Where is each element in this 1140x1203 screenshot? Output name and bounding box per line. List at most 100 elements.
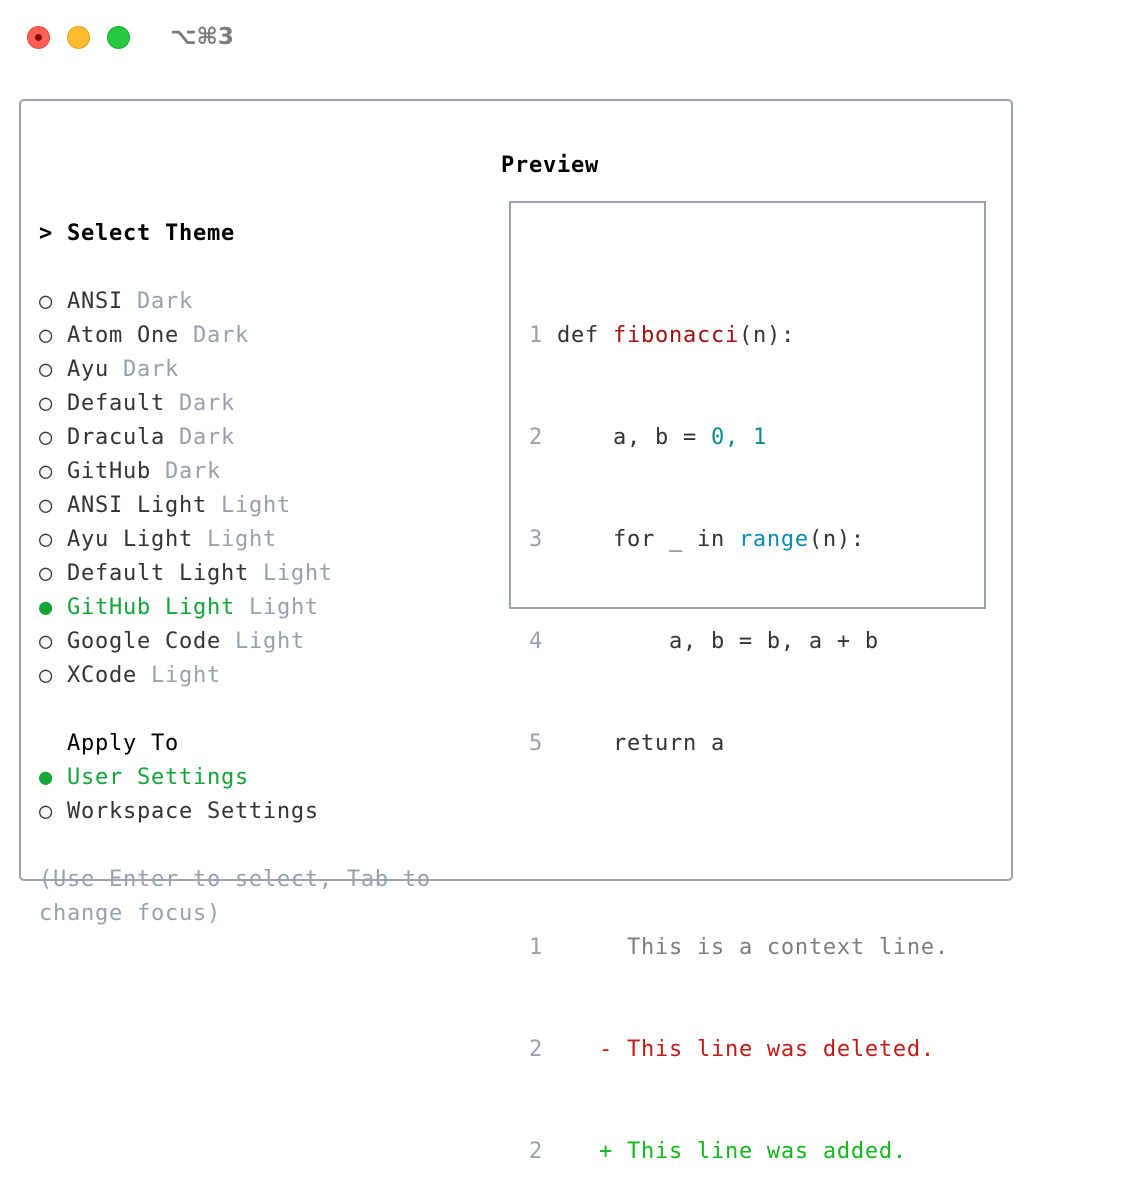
line-number: 5 (529, 731, 543, 756)
radio-empty-icon: ○ (39, 357, 53, 382)
theme-name: Atom One (67, 323, 179, 348)
diff-marker: - (598, 1037, 613, 1062)
theme-name: XCode (67, 663, 137, 688)
line-number: 1 (529, 323, 543, 348)
theme-variant: Light (206, 527, 277, 552)
apply-to-option[interactable]: ● User Settings (39, 761, 431, 795)
theme-name: ANSI (67, 289, 123, 314)
radio-empty-icon: ○ (39, 323, 53, 348)
diff-line-context: 1 This is a context line. (529, 931, 949, 965)
theme-option[interactable]: ● GitHub Light Light (39, 591, 431, 625)
line-number: 2 (529, 425, 543, 450)
theme-variant: Dark (178, 391, 235, 416)
code-text: a, b = b, a + b (557, 629, 879, 654)
theme-option[interactable]: ○ Dracula Dark (39, 421, 431, 455)
line-number: 3 (529, 527, 543, 552)
theme-name: Default Light (67, 561, 249, 586)
theme-variant: Light (220, 493, 291, 518)
radio-empty-icon: ○ (39, 493, 53, 518)
preview-title: Preview (501, 153, 599, 178)
theme-option[interactable]: ○ Default Dark (39, 387, 431, 421)
theme-variant: Light (262, 561, 333, 586)
number-literal: 0 (710, 425, 725, 450)
apply-to-heading: Apply To (39, 727, 431, 761)
theme-name: Ayu Light (67, 527, 193, 552)
apply-to-option[interactable]: ○ Workspace Settings (39, 795, 431, 829)
theme-variant: Dark (192, 323, 249, 348)
theme-name: GitHub (67, 459, 151, 484)
code-text: (n): (738, 323, 795, 348)
close-window-button[interactable] (27, 26, 50, 49)
code-line: 5 return a (529, 727, 949, 761)
theme-list: > Select Theme ○ ANSI Dark○ Atom One Dar… (39, 149, 431, 931)
radio-filled-icon: ● (39, 595, 53, 620)
diff-text: This is a context line. (626, 935, 949, 960)
theme-variant: Dark (178, 425, 235, 450)
line-number: 4 (529, 629, 543, 654)
keyword: def (557, 323, 613, 348)
minimize-window-button[interactable] (67, 26, 90, 49)
code-preview: 1 def fibonacci(n): 2 a, b = 0, 1 3 for … (529, 251, 949, 1203)
theme-option[interactable]: ○ Google Code Light (39, 625, 431, 659)
focus-cursor-icon: > (39, 221, 53, 246)
theme-variant: Light (234, 629, 305, 654)
diff-text: This line was added. (626, 1139, 907, 1164)
code-text: return a (557, 731, 725, 756)
theme-name: Dracula (67, 425, 165, 450)
radio-empty-icon: ○ (39, 663, 53, 688)
radio-filled-icon: ● (39, 765, 53, 790)
line-number: 2 (529, 1037, 543, 1062)
code-line: 3 for _ in range(n): (529, 523, 949, 557)
diff-line-deleted: 2 - This line was deleted. (529, 1033, 949, 1067)
radio-empty-icon: ○ (39, 561, 53, 586)
theme-list-heading: > Select Theme (39, 217, 431, 251)
theme-option[interactable]: ○ XCode Light (39, 659, 431, 693)
theme-option[interactable]: ○ GitHub Dark (39, 455, 431, 489)
radio-empty-icon: ○ (39, 629, 53, 654)
help-text: (Use Enter to select, Tab to (39, 867, 431, 892)
theme-name: GitHub Light (67, 595, 235, 620)
option-label: User Settings (67, 765, 249, 790)
theme-option[interactable]: ○ Ayu Light Light (39, 523, 431, 557)
window-title: ⌥⌘3 (170, 24, 234, 50)
theme-variant: Light (150, 663, 221, 688)
radio-empty-icon: ○ (39, 425, 53, 450)
theme-variant: Dark (123, 357, 179, 382)
theme-name: Google Code (67, 629, 221, 654)
theme-option[interactable]: ○ Atom One Dark (39, 319, 431, 353)
line-number: 1 (529, 935, 543, 960)
theme-dialog (19, 99, 1013, 881)
theme-option[interactable]: ○ ANSI Dark (39, 285, 431, 319)
diff-line-added: 2 + This line was added. (529, 1135, 949, 1169)
help-text: change focus) (39, 901, 221, 926)
radio-empty-icon: ○ (39, 527, 53, 552)
number-literal: 1 (752, 425, 767, 450)
theme-variant: Dark (136, 289, 193, 314)
radio-empty-icon: ○ (39, 799, 53, 824)
code-text: (n): (808, 527, 865, 552)
radio-empty-icon: ○ (39, 459, 53, 484)
theme-option[interactable]: ○ ANSI Light Light (39, 489, 431, 523)
maximize-window-button[interactable] (107, 26, 130, 49)
theme-option[interactable]: ○ Default Light Light (39, 557, 431, 591)
code-line: 1 def fibonacci(n): (529, 319, 949, 353)
heading-text: Select Theme (67, 221, 235, 246)
theme-option[interactable]: ○ Ayu Dark (39, 353, 431, 387)
line-number: 2 (529, 1139, 543, 1164)
diff-marker: + (598, 1139, 613, 1164)
radio-empty-icon: ○ (39, 391, 53, 416)
code-line: 4 a, b = b, a + b (529, 625, 949, 659)
code-text: a, b = (557, 425, 711, 450)
heading-text: Apply To (67, 731, 179, 756)
radio-empty-icon: ○ (39, 289, 53, 314)
code-line: 2 a, b = 0, 1 (529, 421, 949, 455)
theme-variant: Dark (164, 459, 221, 484)
theme-name: Default (67, 391, 165, 416)
theme-name: ANSI Light (67, 493, 207, 518)
function-name: fibonacci (612, 323, 739, 348)
builtin: range (738, 527, 809, 552)
code-text: , (724, 425, 753, 450)
code-text: for _ in (557, 527, 739, 552)
preview-box (509, 201, 986, 609)
diff-text: This line was deleted. (626, 1037, 935, 1062)
